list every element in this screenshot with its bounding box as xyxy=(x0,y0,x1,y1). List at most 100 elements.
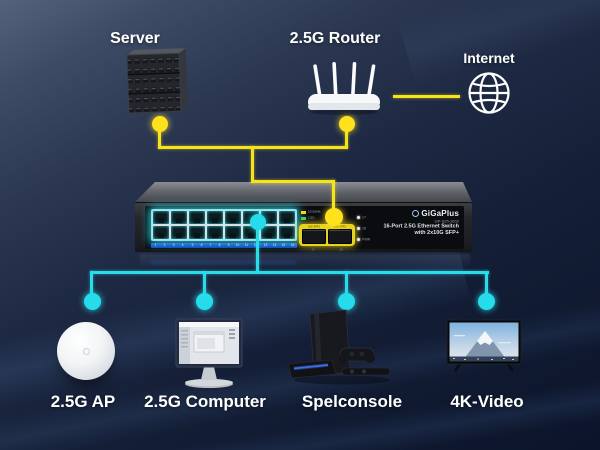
sfp-cage xyxy=(328,229,352,244)
rj45-port xyxy=(189,211,205,224)
tv-label: 4K-Video xyxy=(450,392,524,411)
led-indicator: 18 xyxy=(357,223,378,234)
router-label: 2.5G Router xyxy=(289,30,381,47)
brand-block: GiGaPlus GP-S25-1602 xyxy=(410,209,459,228)
legend-swatch xyxy=(301,216,306,220)
port-grid xyxy=(151,209,297,241)
lan-line xyxy=(256,222,259,273)
lan-line xyxy=(345,271,348,296)
legend-label: 1G/100M xyxy=(308,210,321,214)
rj45-port xyxy=(153,211,169,224)
port-number: 15 xyxy=(281,243,286,247)
port-number: 5 xyxy=(191,243,193,247)
led-dot xyxy=(357,238,360,241)
brand-logo-icon xyxy=(412,210,420,217)
rj45-port xyxy=(153,226,169,239)
port-number: 6 xyxy=(200,243,203,247)
led-label: 18 xyxy=(362,226,366,231)
switch-reflection xyxy=(140,254,470,268)
server-connector-dot xyxy=(152,116,168,132)
port-number: 13 xyxy=(263,243,267,247)
lan-line xyxy=(203,271,206,296)
switch-reflection-strip xyxy=(150,261,296,264)
brand-name: GiGaPlus xyxy=(421,209,459,218)
rj45-port xyxy=(279,211,295,224)
rj45-port xyxy=(261,226,277,239)
port-number: 12 xyxy=(253,244,258,247)
switch-description-line1: 16-Port 2.5G Ethernet Switch xyxy=(383,223,459,229)
rj45-port xyxy=(171,211,187,224)
port-number: 10 xyxy=(235,243,240,247)
uplink-line xyxy=(158,122,161,148)
uplink-line xyxy=(251,180,335,183)
uplink-line xyxy=(251,146,254,183)
console-label: Spelconsole xyxy=(301,392,403,411)
ap-label: 2.5G AP xyxy=(50,392,116,411)
led-indicator: PWR xyxy=(357,234,378,245)
router-internet-line xyxy=(393,95,460,98)
port-number: 3 xyxy=(172,243,175,247)
port-number: 11 xyxy=(245,243,249,247)
rj45-port xyxy=(279,226,295,239)
sfp-port-number: 17 xyxy=(311,248,315,252)
ap-connector-dot xyxy=(84,293,101,310)
legend-label: 2.5G xyxy=(308,216,315,220)
switch-sfp-connector-dot xyxy=(325,208,343,226)
rj45-port xyxy=(207,211,223,224)
rj45-port xyxy=(225,226,241,239)
switch-port-connector-dot xyxy=(250,214,266,230)
switch-model: GP-S25-1602 xyxy=(434,219,459,224)
computer-icon xyxy=(175,318,243,388)
internet-label: Internet xyxy=(463,50,515,66)
access-point-icon xyxy=(57,322,115,380)
server-label: Server xyxy=(110,30,160,47)
uplink-line xyxy=(345,122,348,148)
sfp-port-label: 10G SFP1 xyxy=(308,225,320,229)
server-icon xyxy=(126,48,188,114)
computer-connector-dot xyxy=(196,293,213,310)
brand-row: GiGaPlus xyxy=(410,209,459,218)
tv-icon xyxy=(446,319,522,372)
computer-label: 2.5G Computer xyxy=(144,392,266,411)
uplink-line xyxy=(332,180,335,214)
port-number: 16 xyxy=(290,243,295,247)
lan-line xyxy=(90,271,489,274)
port-number: 9 xyxy=(227,243,230,247)
port-number: 2 xyxy=(163,243,166,247)
rj45-port xyxy=(225,211,241,224)
led-label: 17 xyxy=(362,215,366,220)
port-number: 1 xyxy=(154,243,157,247)
router-icon xyxy=(308,62,380,115)
tv-connector-dot xyxy=(478,293,495,310)
sfp-port: 10G SFP2 xyxy=(328,226,352,244)
led-dot xyxy=(357,227,360,230)
port-number: 4 xyxy=(182,243,184,247)
led-indicator: 17 xyxy=(357,212,378,223)
lan-line xyxy=(90,271,93,296)
sfp-port-label: 10G SFP2 xyxy=(334,225,346,229)
legend-swatch xyxy=(301,210,306,214)
switch-top-face xyxy=(135,182,472,202)
rj45-port xyxy=(171,226,187,239)
sfp-port: 10G SFP1 xyxy=(302,226,326,244)
led-legend: 1G/100M 2.5G xyxy=(301,209,333,221)
port-number: 7 xyxy=(209,243,212,247)
port-number: 8 xyxy=(218,243,221,247)
internet-globe-icon xyxy=(468,72,510,114)
port-number-strip: 12345678910111213141516 xyxy=(151,243,297,248)
port-number: 14 xyxy=(272,243,277,247)
led-label: PWR xyxy=(362,237,371,242)
legend-row: 1G/100M xyxy=(301,209,333,215)
switch-description-line2: with 2x10G SFP+ xyxy=(414,229,459,236)
sfp-cage xyxy=(302,229,326,244)
legend-row: 2.5G xyxy=(301,215,333,221)
switch-description: 16-Port 2.5G Ethernet Switch with 2x10G … xyxy=(384,223,459,236)
router-connector-dot xyxy=(339,116,355,132)
rj45-port xyxy=(207,226,223,239)
console-connector-dot xyxy=(338,293,355,310)
